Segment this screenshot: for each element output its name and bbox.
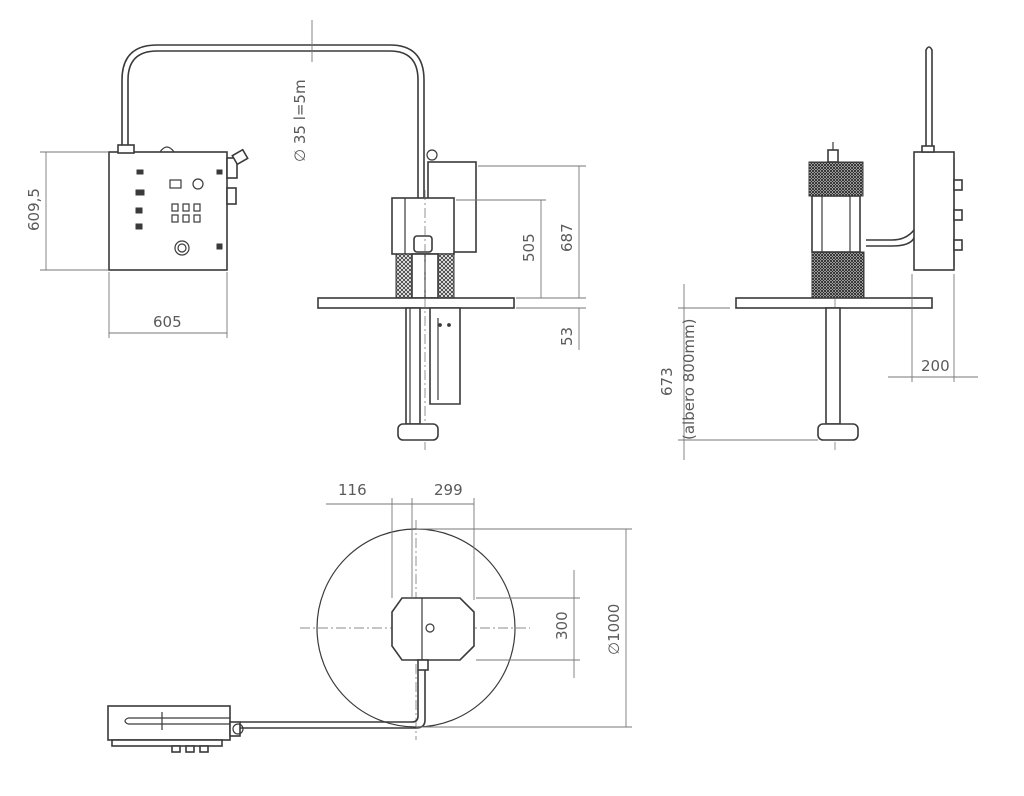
- dim-table-53: 53: [558, 327, 576, 346]
- side-view: [735, 46, 963, 450]
- dispenser-unit: [391, 149, 477, 299]
- front-dimensions: 609,5 605 ∅ 35 l=5m 505 687 53: [25, 20, 586, 350]
- bracket: [429, 307, 461, 405]
- dim-pipe: ∅ 35 l=5m: [291, 79, 309, 162]
- dim-width-300: 300: [553, 611, 571, 640]
- top-view: [107, 520, 530, 753]
- dim-top-299: 299: [434, 481, 463, 499]
- dim-height-505: 505: [520, 233, 538, 262]
- dim-shaft-673: 673: [658, 367, 676, 396]
- top-dimensions: 116 299 300 ∅1000: [326, 481, 632, 728]
- dim-top-116: 116: [338, 481, 367, 499]
- dim-diameter: ∅1000: [605, 604, 623, 655]
- control-panel: [108, 144, 249, 271]
- dim-panel-width: 605: [153, 313, 182, 331]
- dim-offset-200: 200: [921, 357, 950, 375]
- panel-top: [107, 705, 244, 753]
- dim-panel-height: 609,5: [25, 188, 43, 231]
- dim-height-687: 687: [558, 223, 576, 252]
- side-panel: [913, 151, 955, 271]
- front-view: [108, 44, 515, 450]
- dispenser-top: [391, 597, 475, 661]
- dim-shaft-note: (albero 800mm): [680, 319, 698, 440]
- pipe-arch: [121, 44, 425, 248]
- turntable-side: [317, 297, 515, 309]
- side-dimensions: 673 (albero 800mm) 200: [658, 274, 978, 460]
- shaft: [405, 307, 421, 425]
- side-turntable: [735, 297, 933, 309]
